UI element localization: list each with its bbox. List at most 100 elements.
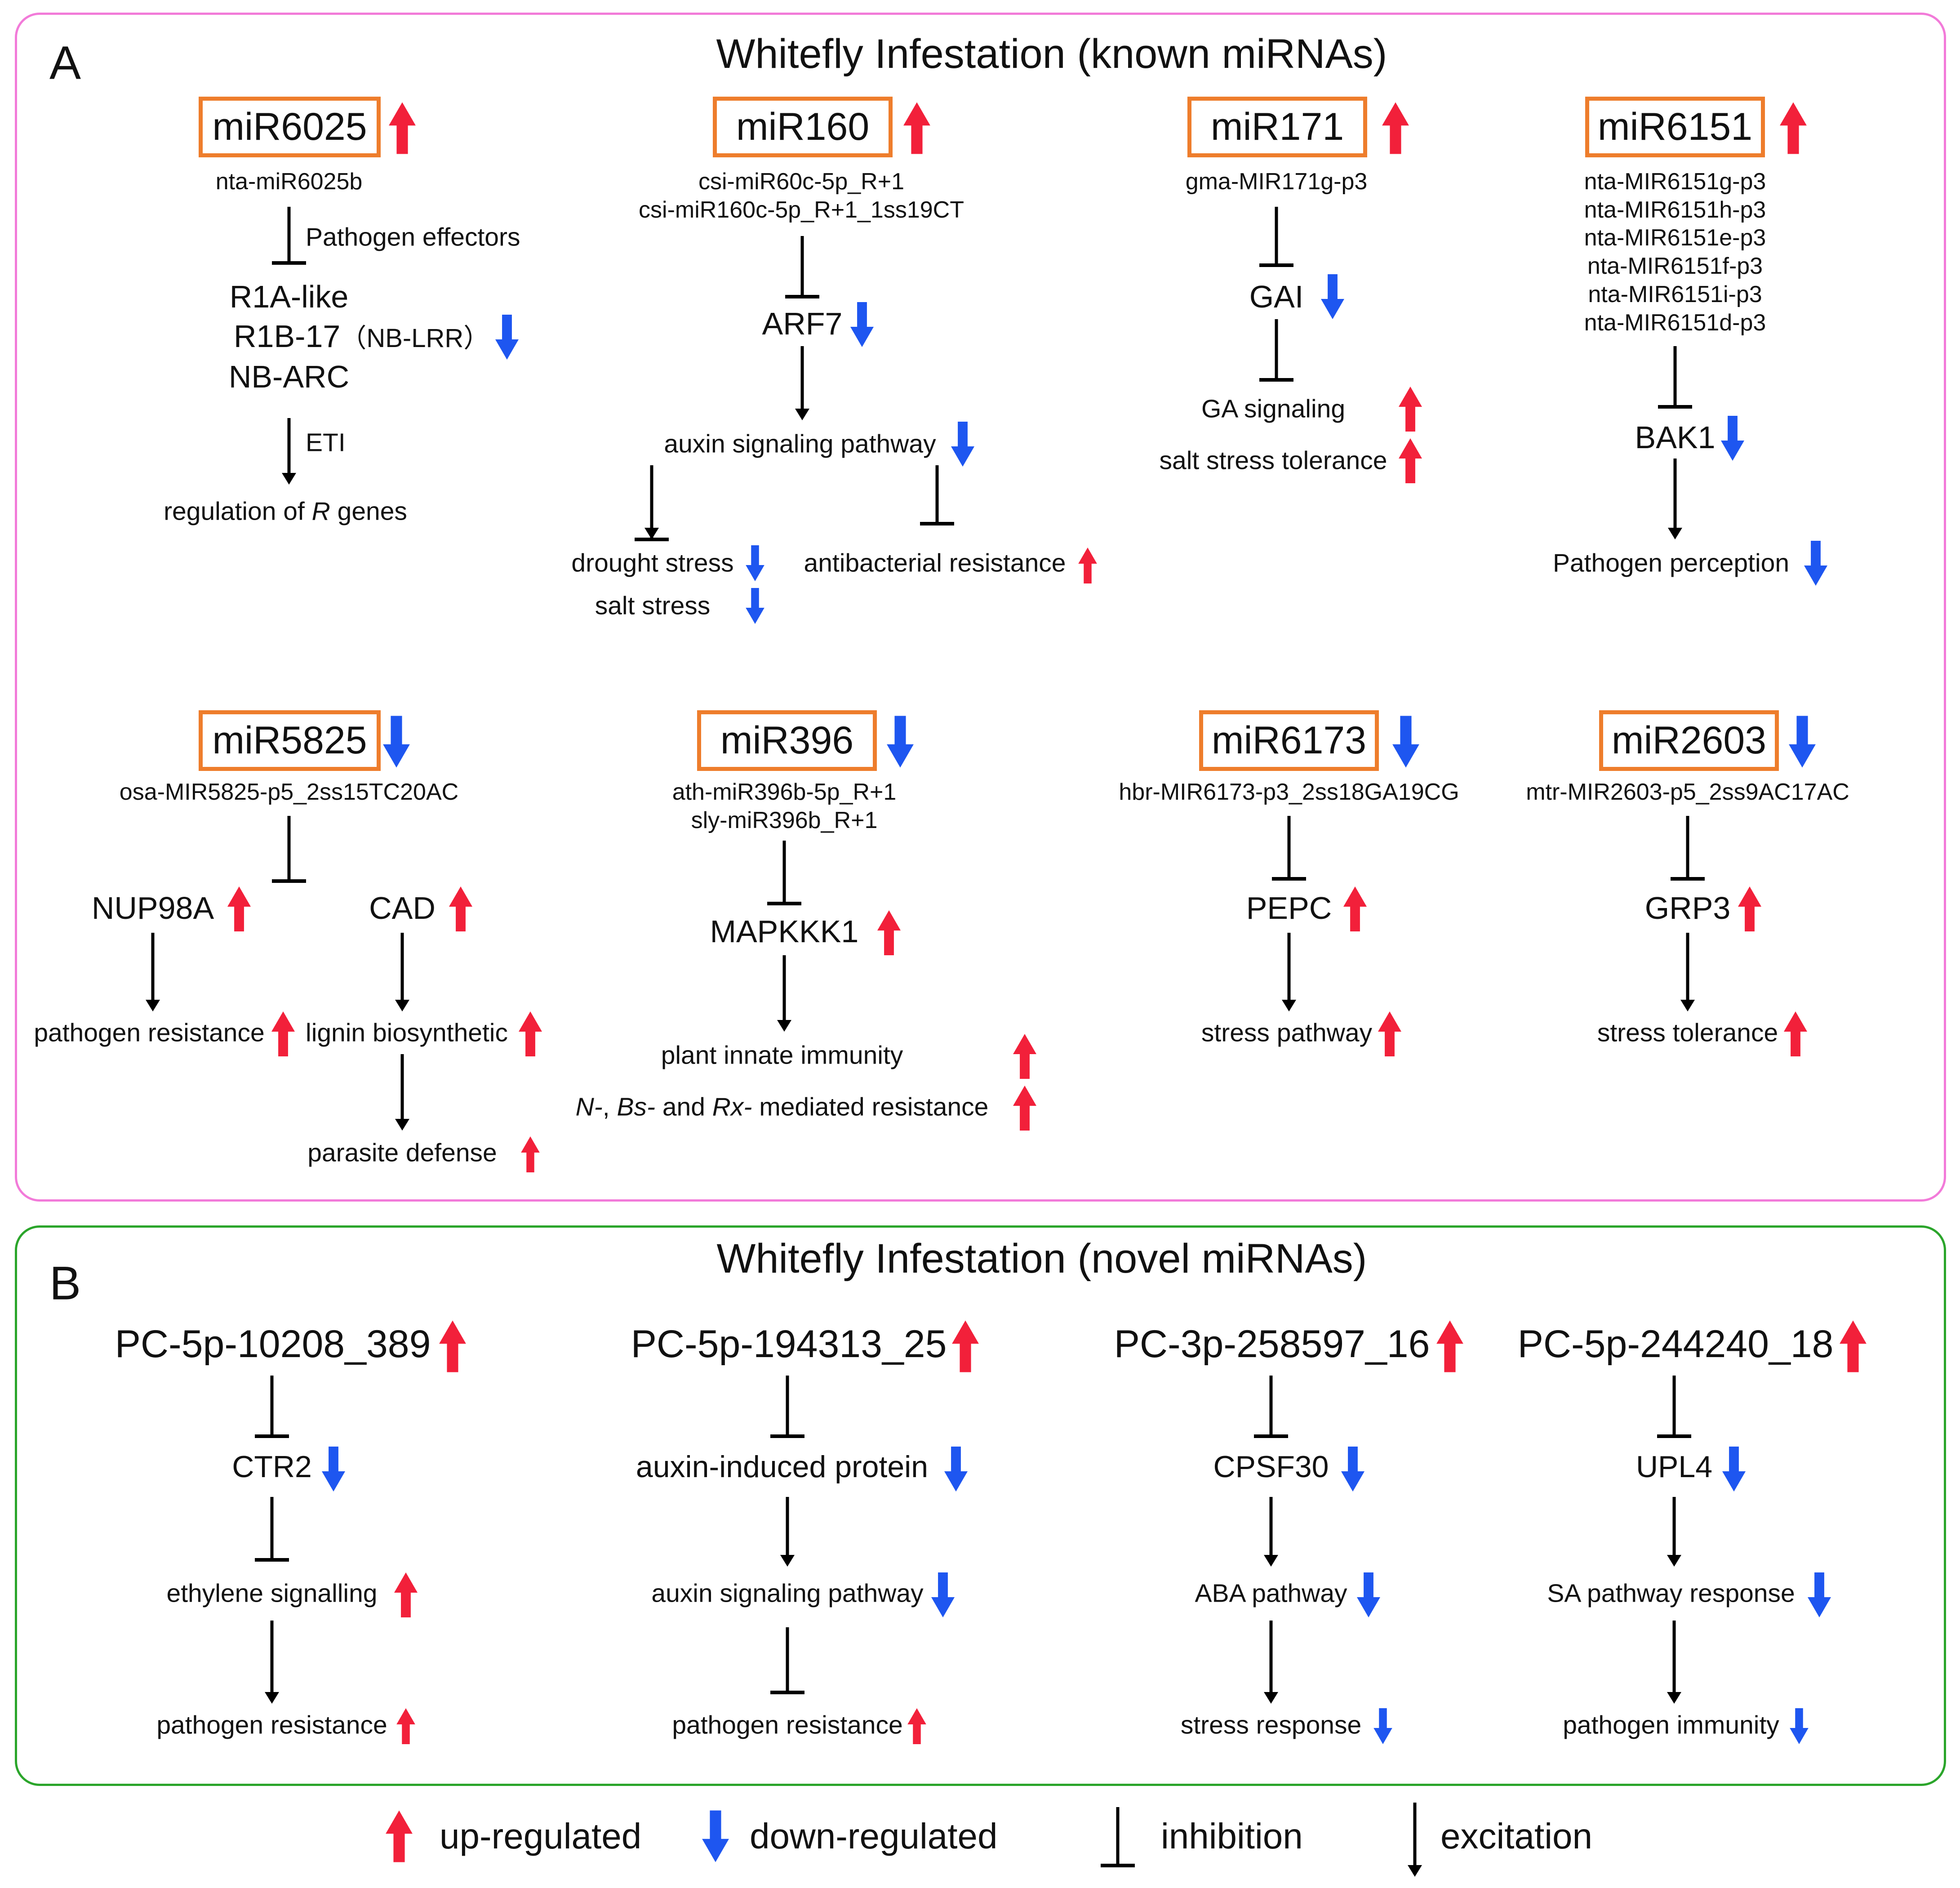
inhibition-connector xyxy=(255,1497,289,1562)
down-arrow-icon xyxy=(1789,716,1816,768)
mirna-id: nta-MIR6151h-p3 xyxy=(1584,197,1766,223)
process-label: regulation of R genes xyxy=(164,497,407,526)
down-arrow-icon xyxy=(1392,716,1419,768)
mirna-box-mir160: miR160 xyxy=(713,97,893,157)
panel-a-title: Whitefly Infestation (known miRNAs) xyxy=(716,31,1387,77)
up-arrow-icon xyxy=(386,1810,413,1862)
up-arrow-icon xyxy=(1436,1320,1463,1372)
inhibition-connector xyxy=(1254,1376,1288,1438)
down-arrow-icon xyxy=(1321,274,1344,319)
up-arrow-icon xyxy=(907,1708,926,1744)
target-gene: CTR2 xyxy=(232,1450,312,1484)
inhibition-connector xyxy=(770,1376,804,1438)
process-label: pathogen resistance xyxy=(34,1018,265,1047)
mirna-id: csi-miR60c-5p_R+1 xyxy=(698,169,905,195)
target-gene: R1A-like xyxy=(229,279,349,314)
process-label: antibacterial resistance xyxy=(804,548,1066,578)
up-arrow-icon xyxy=(1078,548,1097,583)
inhibition-connector xyxy=(1272,816,1306,881)
up-arrow-icon xyxy=(1378,1011,1401,1056)
mirna-id: nta-MIR6151i-p3 xyxy=(1588,281,1762,307)
excitation-connector xyxy=(1667,1621,1681,1704)
process-label: salt stress tolerance xyxy=(1159,446,1387,475)
up-arrow-icon xyxy=(952,1320,979,1372)
excitation-connector xyxy=(795,346,809,420)
process-label: ABA pathway xyxy=(1195,1579,1347,1608)
target-gene: ARF7 xyxy=(762,306,843,341)
down-arrow-icon xyxy=(322,1447,345,1492)
excitation-connector xyxy=(1264,1621,1278,1704)
panel-b-letter: B xyxy=(49,1257,81,1310)
excitation-connector xyxy=(1668,459,1682,539)
legend-down-label: down-regulated xyxy=(750,1816,998,1856)
target-gene: GAI xyxy=(1249,279,1304,314)
down-arrow-icon xyxy=(931,1572,955,1617)
up-arrow-icon xyxy=(1013,1034,1036,1079)
target-gene: MAPKKK1 xyxy=(710,914,859,949)
down-arrow-icon xyxy=(495,315,519,360)
mirna-id: ath-miR396b-5p_R+1 xyxy=(672,779,897,805)
up-arrow-icon xyxy=(396,1708,415,1744)
inhibition-connector xyxy=(255,1376,289,1438)
mirna-id: nta-MIR6151g-p3 xyxy=(1584,169,1766,195)
excitation-connector xyxy=(146,933,160,1011)
down-arrow-icon xyxy=(1341,1447,1364,1492)
target-gene: NUP98A xyxy=(91,891,214,926)
up-arrow-icon xyxy=(227,886,251,931)
target-gene: CPSF30 xyxy=(1213,1450,1329,1484)
target-gene: UPL4 xyxy=(1636,1450,1713,1484)
inhibition-connector xyxy=(767,841,801,905)
down-arrow-icon xyxy=(746,545,764,581)
up-arrow-icon xyxy=(1399,438,1422,483)
process-label: stress response xyxy=(1180,1710,1362,1740)
mirna-id: nta-MIR6151e-p3 xyxy=(1584,225,1766,251)
up-arrow-icon xyxy=(439,1320,466,1372)
process-label: auxin signaling pathway xyxy=(651,1579,924,1608)
up-arrow-icon xyxy=(877,910,901,955)
up-arrow-icon xyxy=(1780,102,1807,154)
excitation-connector xyxy=(265,1621,279,1704)
down-arrow-icon xyxy=(944,1447,968,1492)
inhibition-connector xyxy=(1658,346,1692,409)
target-gene: BAK1 xyxy=(1635,420,1716,455)
target-gene: R1B-17（NB-LRR） xyxy=(234,319,490,354)
excitation-connector xyxy=(1282,933,1296,1011)
process-label: pathogen resistance xyxy=(156,1710,387,1740)
up-arrow-icon xyxy=(1738,886,1761,931)
process-label: GA signaling xyxy=(1201,394,1346,423)
process-label: SA pathway response xyxy=(1547,1579,1795,1608)
up-arrow-icon xyxy=(1343,886,1367,931)
target-gene: PEPC xyxy=(1246,891,1332,926)
up-arrow-icon xyxy=(521,1136,540,1172)
process-label: plant innate immunity xyxy=(661,1041,903,1070)
down-arrow-icon xyxy=(1357,1572,1380,1617)
mirna-id: csi-miR160c-5p_R+1_1ss19CT xyxy=(639,197,964,223)
excitation-connector xyxy=(777,955,791,1032)
mirna-id: mtr-MIR2603-p5_2ss9AC17AC xyxy=(1526,779,1849,805)
excitation-connector xyxy=(395,933,409,1011)
mirna-box-mir171: miR171 xyxy=(1187,97,1367,157)
down-arrow-icon xyxy=(850,302,874,347)
process-label: ethylene signalling xyxy=(166,1579,378,1608)
down-arrow-icon xyxy=(1804,541,1827,586)
edge-label: ETI xyxy=(306,428,346,457)
excitation-connector xyxy=(1680,933,1695,1011)
process-label: pathogen immunity xyxy=(1563,1710,1779,1740)
mirna-box-mir396: miR396 xyxy=(697,710,877,771)
process-label: drought stress xyxy=(571,548,734,578)
down-arrow-icon xyxy=(887,716,914,768)
up-arrow-icon xyxy=(1013,1086,1036,1131)
panel-b xyxy=(15,1225,1946,1786)
inhibition-connector xyxy=(1259,207,1293,267)
up-arrow-icon xyxy=(1399,387,1422,432)
legend-excitation-label: excitation xyxy=(1440,1816,1592,1856)
inhibition-connector xyxy=(1259,319,1293,382)
process-label: stress pathway xyxy=(1201,1018,1373,1047)
down-arrow-icon xyxy=(951,422,974,467)
down-arrow-icon xyxy=(1373,1708,1392,1744)
novel-mirna: PC-5p-10208_389 xyxy=(115,1322,431,1366)
down-arrow-icon xyxy=(702,1810,729,1862)
up-arrow-icon xyxy=(394,1572,418,1617)
excitation-connector xyxy=(1667,1497,1681,1567)
